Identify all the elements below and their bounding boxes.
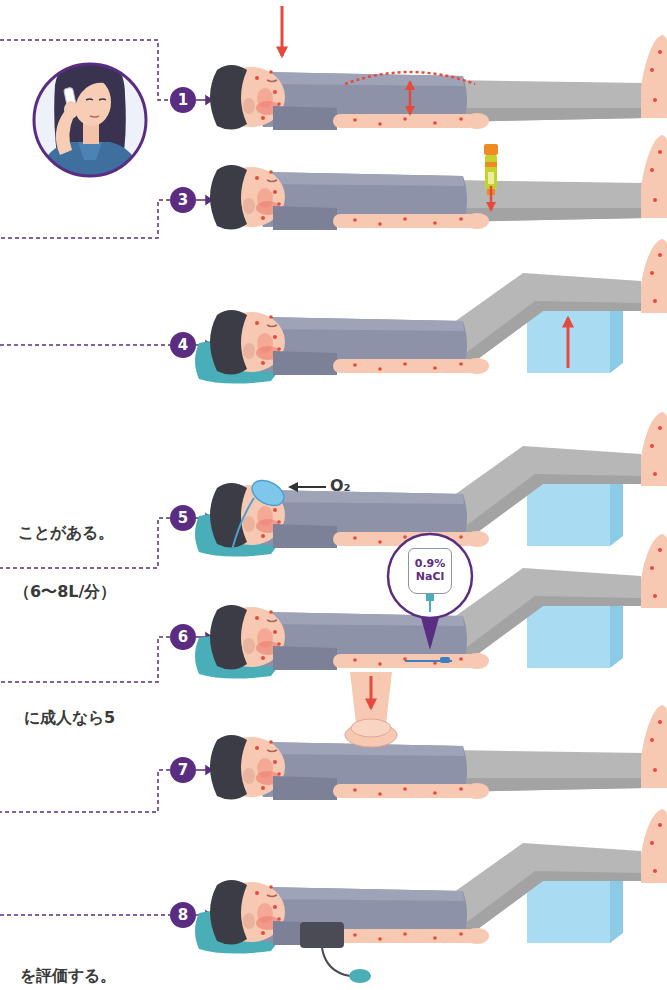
patient-body [210, 65, 489, 130]
note-text: を評価する。 [20, 966, 116, 985]
patient-legs [450, 135, 667, 222]
auto-injector [485, 155, 497, 189]
oxygen-mask [248, 475, 288, 510]
patient-body [210, 310, 489, 375]
woman [36, 55, 144, 185]
bp-bulb [349, 969, 371, 983]
patient-row [195, 534, 667, 679]
leader-line [0, 770, 170, 812]
step-number: 8 [170, 902, 196, 928]
injector-window [488, 172, 494, 184]
patient-row [210, 672, 667, 800]
compression-arrow [370, 676, 373, 708]
chest-rise-arrow [409, 82, 412, 114]
patient-body [210, 735, 489, 800]
mouth [90, 116, 99, 117]
injector-cap [484, 144, 498, 155]
step-pointer [196, 766, 212, 774]
patient-legs [450, 35, 667, 122]
note-text: （6〜8L/分） [14, 582, 116, 601]
leader-line [0, 344, 170, 346]
patient-body [210, 880, 489, 945]
patient-row [210, 6, 667, 130]
patient-legs [450, 412, 667, 546]
patient-row [195, 239, 667, 384]
note-text: ことがある。 [18, 523, 114, 542]
step-pointer [196, 96, 212, 104]
step-number: 4 [170, 332, 196, 358]
note-text: に成人なら5 [24, 708, 115, 727]
patient-row [210, 135, 667, 230]
leader-line [0, 200, 170, 238]
step-number-text: 6 [178, 630, 188, 645]
eyebrows [86, 99, 106, 100]
patient-legs [450, 705, 667, 792]
oxygen-arrow [290, 486, 326, 488]
airway-arrow [281, 6, 284, 56]
leader-line [0, 40, 170, 100]
shirt-collar [78, 142, 102, 160]
iv-bag: 0.9% NaCl [408, 548, 452, 594]
step-number: 3 [170, 187, 196, 213]
rescuer-arms [350, 672, 392, 724]
step-number: 6 [170, 624, 196, 650]
callout-circle [388, 534, 472, 618]
step-pointer [196, 196, 212, 204]
gas-label: O₂ [330, 476, 351, 495]
patient-body [210, 165, 489, 230]
step-number-text: 8 [178, 908, 188, 923]
rescuer-hand [351, 719, 391, 737]
patient-legs [450, 239, 667, 373]
leader-line [0, 518, 170, 568]
bp-tube [322, 948, 350, 976]
step-number: 5 [170, 505, 196, 531]
step-pointers [196, 96, 212, 919]
shirt [36, 142, 144, 185]
step-number: 1 [170, 87, 196, 113]
phone-call-illustration [34, 55, 146, 185]
injection-arrow [490, 186, 493, 210]
leader-lines [0, 40, 170, 915]
patient-legs [450, 809, 667, 943]
step-number: 7 [170, 757, 196, 783]
step-number-text: 1 [178, 93, 188, 108]
raise-arrow [567, 318, 570, 368]
hand [64, 101, 78, 119]
iv-cannula [440, 657, 450, 663]
callout-pointer [420, 614, 440, 650]
portrait-ring [34, 64, 146, 176]
bag-label: 0.9% NaCl [411, 558, 449, 583]
step-number-text: 7 [178, 763, 188, 778]
patient-row [195, 809, 667, 983]
step-number-text: 4 [178, 338, 188, 353]
injector-band [485, 162, 497, 167]
step-number-text: 5 [178, 511, 188, 526]
leader-line [0, 637, 170, 682]
bp-cuff [300, 922, 344, 948]
patient-legs [450, 534, 667, 668]
portrait-background [34, 64, 146, 176]
drip-tube [429, 601, 431, 612]
leader-line [0, 914, 170, 916]
drip-chamber [426, 594, 434, 601]
step-number-text: 3 [178, 193, 188, 208]
oxygen-tube [232, 498, 254, 550]
